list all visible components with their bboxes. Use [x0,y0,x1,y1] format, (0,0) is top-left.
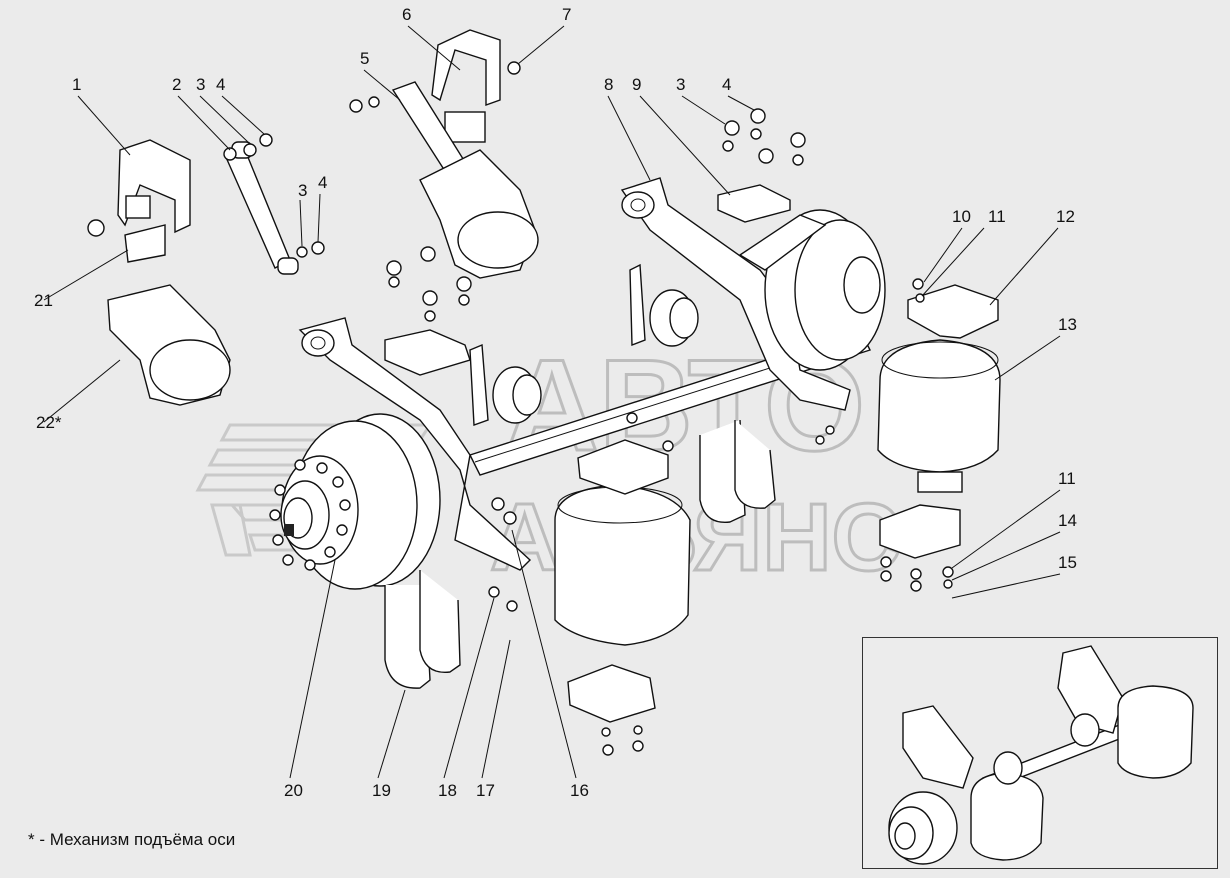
brake-drum-right [738,209,886,371]
callout-6: 4 [318,173,327,192]
assembled-view-inset [862,637,1218,869]
callout-1: 1 [72,75,81,94]
trailing-arm-left [298,317,532,571]
callout-24: 19 [372,781,391,800]
callout-22: 22* [36,413,62,432]
callout-12: 3 [676,75,685,94]
u-bolt-rear [699,419,776,524]
axle-bracket-plates [384,184,791,376]
callout-25: 18 [438,781,457,800]
callout-5: 3 [298,181,307,200]
callout-14: 10 [952,207,971,226]
air-spring-right [877,339,1001,559]
callout-26: 17 [476,781,495,800]
callout-7: 5 [360,49,369,68]
footnote-text: * - Механизм подъёма оси [28,830,236,849]
brake-chamber-left [469,343,542,426]
callout-18: 11 [1058,469,1076,488]
callout-13: 4 [722,75,731,94]
wheel-hub-left [269,413,441,590]
brake-chamber-right [629,263,699,347]
leader-lines [43,25,1061,779]
callout-3: 3 [196,75,205,94]
lift-mechanism-upper [391,29,539,279]
lift-mechanism-bracket [107,139,231,406]
callout-9: 7 [562,5,571,24]
callout-10: 8 [604,75,613,94]
callout-20: 15 [1058,553,1077,572]
callout-2: 2 [172,75,181,94]
callout-4: 4 [216,75,225,94]
callout-11: 9 [632,75,641,94]
assembled-axle-drawing [888,645,1194,865]
fasteners [87,61,954,756]
air-spring-left [554,439,691,723]
callout-16: 12 [1056,207,1075,226]
callout-19: 14 [1058,511,1077,530]
watermark-line-2: АЛЬЯНС [490,484,901,591]
callout-8: 6 [402,5,411,24]
callout-21: 21 [34,291,53,310]
callout-27: 16 [570,781,589,800]
u-bolt-front [384,570,461,689]
callout-23: 20 [284,781,303,800]
spring-mount-plate [907,284,999,339]
callout-17: 13 [1058,315,1077,334]
shock-absorber-left [224,141,299,275]
callout-15: 11 [988,207,1006,226]
